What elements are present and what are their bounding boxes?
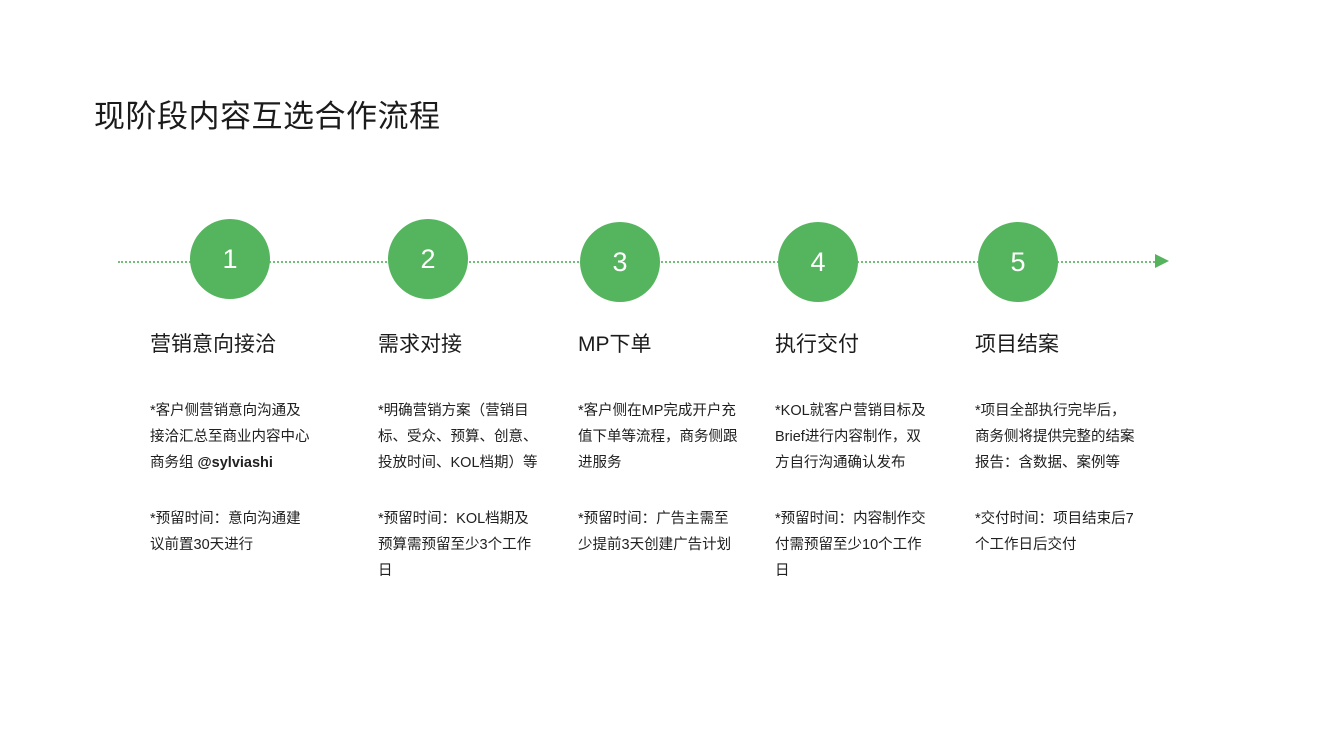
step-description-1: *客户侧营销意向沟通及接洽汇总至商业内容中心商务组 @sylviashi <box>150 398 310 476</box>
step-heading-2: 需求对接 <box>378 333 462 356</box>
step-heading-5: 项目结案 <box>975 333 1059 356</box>
step-description-text-5: *项目全部执行完毕后，商务侧将提供完整的结案报告：含数据、案例等 <box>975 403 1135 471</box>
step-heading-3: MP下单 <box>578 333 652 356</box>
step-description-4: *KOL就客户营销目标及Brief进行内容制作，双方自行沟通确认发布 <box>775 398 935 476</box>
step-note-1: *预留时间：意向沟通建议前置30天进行 <box>150 511 301 553</box>
step-heading-1: 营销意向接洽 <box>150 333 276 356</box>
step-note-3: *预留时间：广告主需至少提前3天创建广告计划 <box>578 511 732 553</box>
step-column-2: 需求对接 *明确营销方案（营销目标、受众、预算、创意、投放时间、KOL档期）等 … <box>378 330 538 584</box>
step-note-2: *预留时间：KOL档期及预算需预留至少3个工作日 <box>378 511 532 579</box>
step-description-2: *明确营销方案（营销目标、受众、预算、创意、投放时间、KOL档期）等 <box>378 398 538 476</box>
step-column-4: 执行交付 *KOL就客户营销目标及Brief进行内容制作，双方自行沟通确认发布 … <box>775 330 935 584</box>
step-marker-2[interactable]: 2 <box>388 219 468 299</box>
step-marker-3[interactable]: 3 <box>580 222 660 302</box>
process-timeline: 1 2 3 4 5 <box>0 219 1334 305</box>
step-number-5: 5 <box>1010 246 1026 277</box>
step-column-5: 项目结案 *项目全部执行完毕后，商务侧将提供完整的结案报告：含数据、案例等 *交… <box>975 330 1140 558</box>
step-marker-5[interactable]: 5 <box>978 222 1058 302</box>
step-description-text-1: *客户侧营销意向沟通及接洽汇总至商业内容中心商务组 <box>150 403 310 471</box>
step-description-5: *项目全部执行完毕后，商务侧将提供完整的结案报告：含数据、案例等 <box>975 398 1140 476</box>
step-heading-4: 执行交付 <box>775 333 859 356</box>
step-description-3: *客户侧在MP完成开户充值下单等流程，商务侧跟进服务 <box>578 398 738 476</box>
step-number-4: 4 <box>810 246 826 277</box>
step-column-3: MP下单 *客户侧在MP完成开户充值下单等流程，商务侧跟进服务 *预留时间：广告… <box>578 330 738 558</box>
step-description-text-4: *KOL就客户营销目标及Brief进行内容制作，双方自行沟通确认发布 <box>775 403 926 471</box>
step-note-5: *交付时间：项目结束后7个工作日后交付 <box>975 511 1134 553</box>
step-marker-4[interactable]: 4 <box>778 222 858 302</box>
arrow-right-icon <box>1155 254 1169 268</box>
step-number-3: 3 <box>612 246 628 277</box>
step-number-1: 1 <box>222 243 238 274</box>
step-description-text-3: *客户侧在MP完成开户充值下单等流程，商务侧跟进服务 <box>578 403 738 471</box>
step-column-1: 营销意向接洽 *客户侧营销意向沟通及接洽汇总至商业内容中心商务组 @sylvia… <box>150 330 310 558</box>
step-description-handle-1: @sylviashi <box>197 455 273 471</box>
step-marker-1[interactable]: 1 <box>190 219 270 299</box>
step-description-text-2: *明确营销方案（营销目标、受众、预算、创意、投放时间、KOL档期）等 <box>378 403 538 471</box>
step-note-4: *预留时间：内容制作交付需预留至少10个工作日 <box>775 511 926 579</box>
page-title: 现阶段内容互选合作流程 <box>94 98 441 134</box>
step-number-2: 2 <box>420 243 436 274</box>
